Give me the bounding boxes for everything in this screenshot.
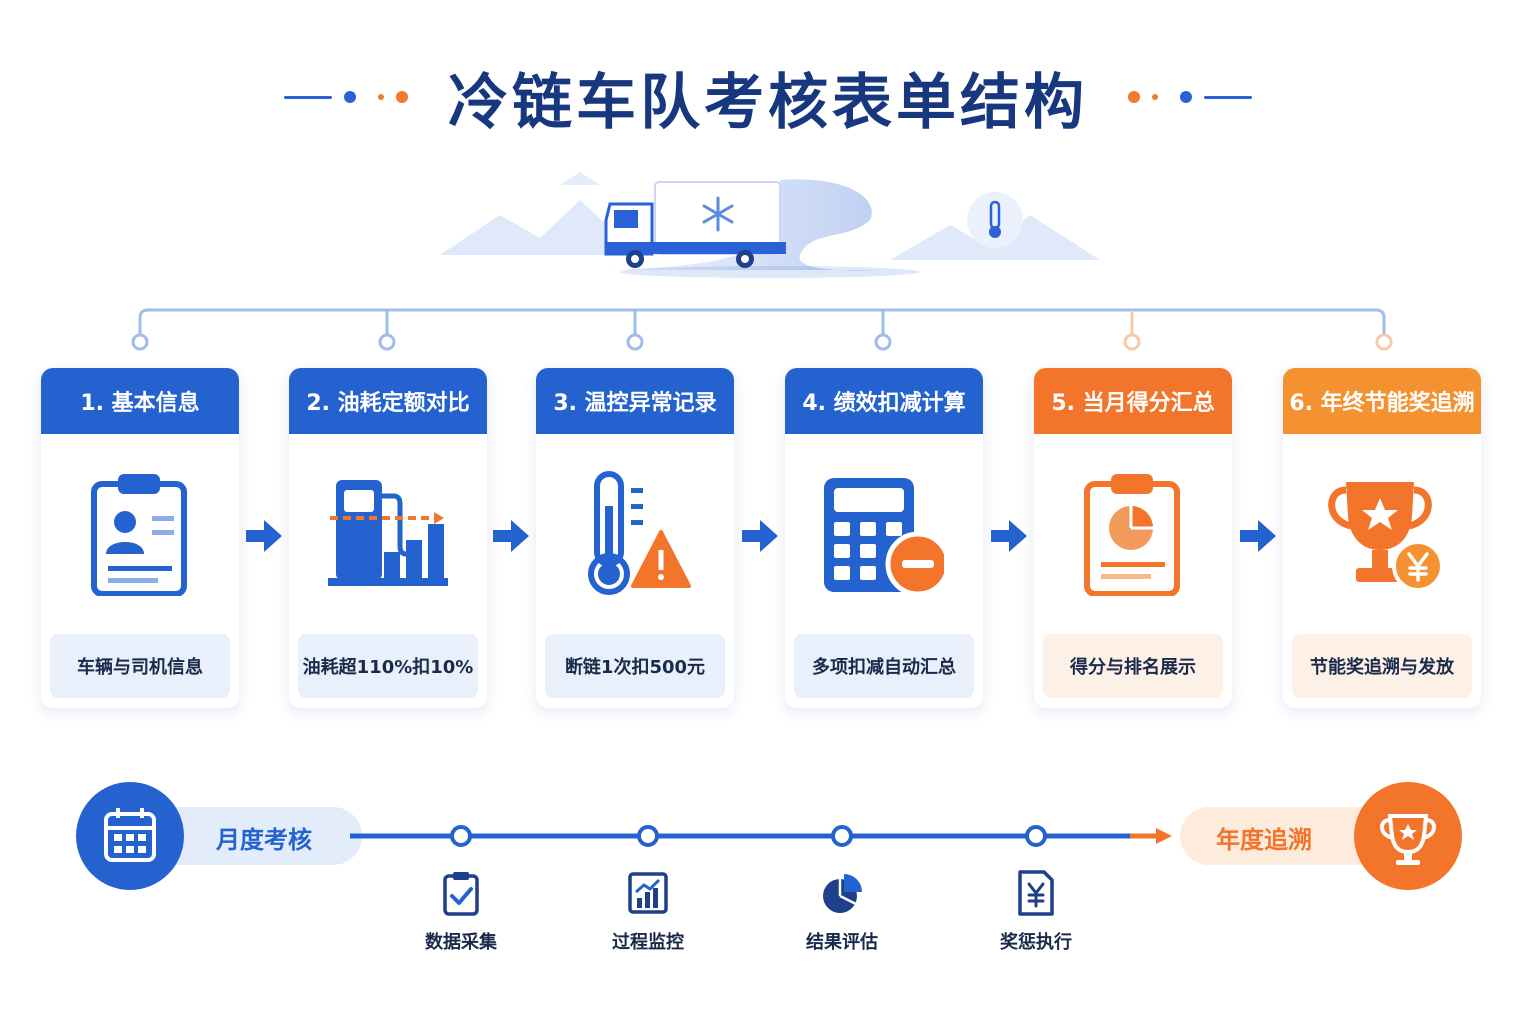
timeline-node — [831, 825, 853, 847]
clipboard-id-icon — [91, 474, 187, 596]
title-decoration-right — [1128, 91, 1252, 103]
step-card-footer: 得分与排名展示 — [1043, 634, 1223, 698]
step-card-header: 5. 当月得分汇总 — [1034, 368, 1232, 434]
timeline-track — [76, 782, 1462, 890]
step-card-footer: 节能奖追溯与发放 — [1292, 634, 1472, 698]
step-card-header: 4. 绩效扣减计算 — [785, 368, 983, 434]
pie-chart-icon — [823, 874, 862, 913]
arrow-right-icon — [246, 520, 282, 552]
step-card-footer: 车辆与司机信息 — [50, 634, 230, 698]
calendar-icon — [104, 808, 156, 862]
step-card-annual-bonus: 6. 年终节能奖追溯 节能奖追溯与发放 — [1283, 368, 1481, 708]
timeline-node — [450, 825, 472, 847]
arrow-right-icon — [1240, 520, 1276, 552]
step-card-header: 1. 基本信息 — [41, 368, 239, 434]
timeline-node — [637, 825, 659, 847]
step-card-header: 2. 油耗定额对比 — [289, 368, 487, 434]
step-card-performance-deduction: 4. 绩效扣减计算 多项扣减自动汇总 — [785, 368, 983, 708]
step-card-footer: 断链1次扣500元 — [545, 634, 725, 698]
fuel-pump-chart-icon — [328, 480, 448, 586]
snowflake-icon — [702, 196, 734, 232]
clipboard-check-icon — [443, 872, 479, 916]
page-title: 冷链车队考核表单结构 — [448, 67, 1088, 138]
arrow-right-icon — [991, 520, 1027, 552]
step-card-header: 6. 年终节能奖追溯 — [1283, 368, 1481, 434]
trophy-yen-icon — [1328, 482, 1442, 592]
clipboard-pie-icon — [1084, 474, 1180, 596]
thermometer-small-icon — [989, 200, 1001, 238]
bar-chart-icon — [628, 872, 668, 914]
yen-document-icon — [1018, 870, 1054, 916]
arrow-right-icon — [493, 520, 529, 552]
step-card-fuel-quota: 2. 油耗定额对比 油耗超110%扣10% — [289, 368, 487, 708]
title-decoration-left — [284, 91, 408, 103]
timeline-stage-label: 过程监控 — [612, 932, 684, 953]
step-card-footer: 多项扣减自动汇总 — [794, 634, 974, 698]
timeline-start-label: 月度考核 — [216, 826, 312, 854]
calculator-minus-icon — [824, 478, 944, 596]
timeline-node — [1025, 825, 1047, 847]
timeline-stage-label: 数据采集 — [425, 932, 497, 953]
step-card-footer: 油耗超110%扣10% — [298, 634, 478, 698]
timeline-stage-label: 结果评估 — [806, 932, 878, 953]
refrigerated-truck-illustration — [440, 172, 1100, 278]
timeline-stage-label: 奖惩执行 — [1000, 932, 1072, 953]
step-card-basic-info: 1. 基本信息 车辆与司机信息 — [41, 368, 239, 708]
step-card-temperature-anomaly: 3. 温控异常记录 断链1次扣500元 — [536, 368, 734, 708]
arrow-right-icon — [742, 520, 778, 552]
flow-connector-tree — [131, 308, 1393, 351]
thermometer-warning-icon — [588, 471, 691, 595]
trophy-icon — [1380, 814, 1436, 865]
step-card-header: 3. 温控异常记录 — [536, 368, 734, 434]
timeline-end-label: 年度追溯 — [1216, 826, 1312, 854]
step-card-monthly-score: 5. 当月得分汇总 得分与排名展示 — [1034, 368, 1232, 708]
title-bar: 冷链车队考核表单结构 — [0, 52, 1536, 142]
